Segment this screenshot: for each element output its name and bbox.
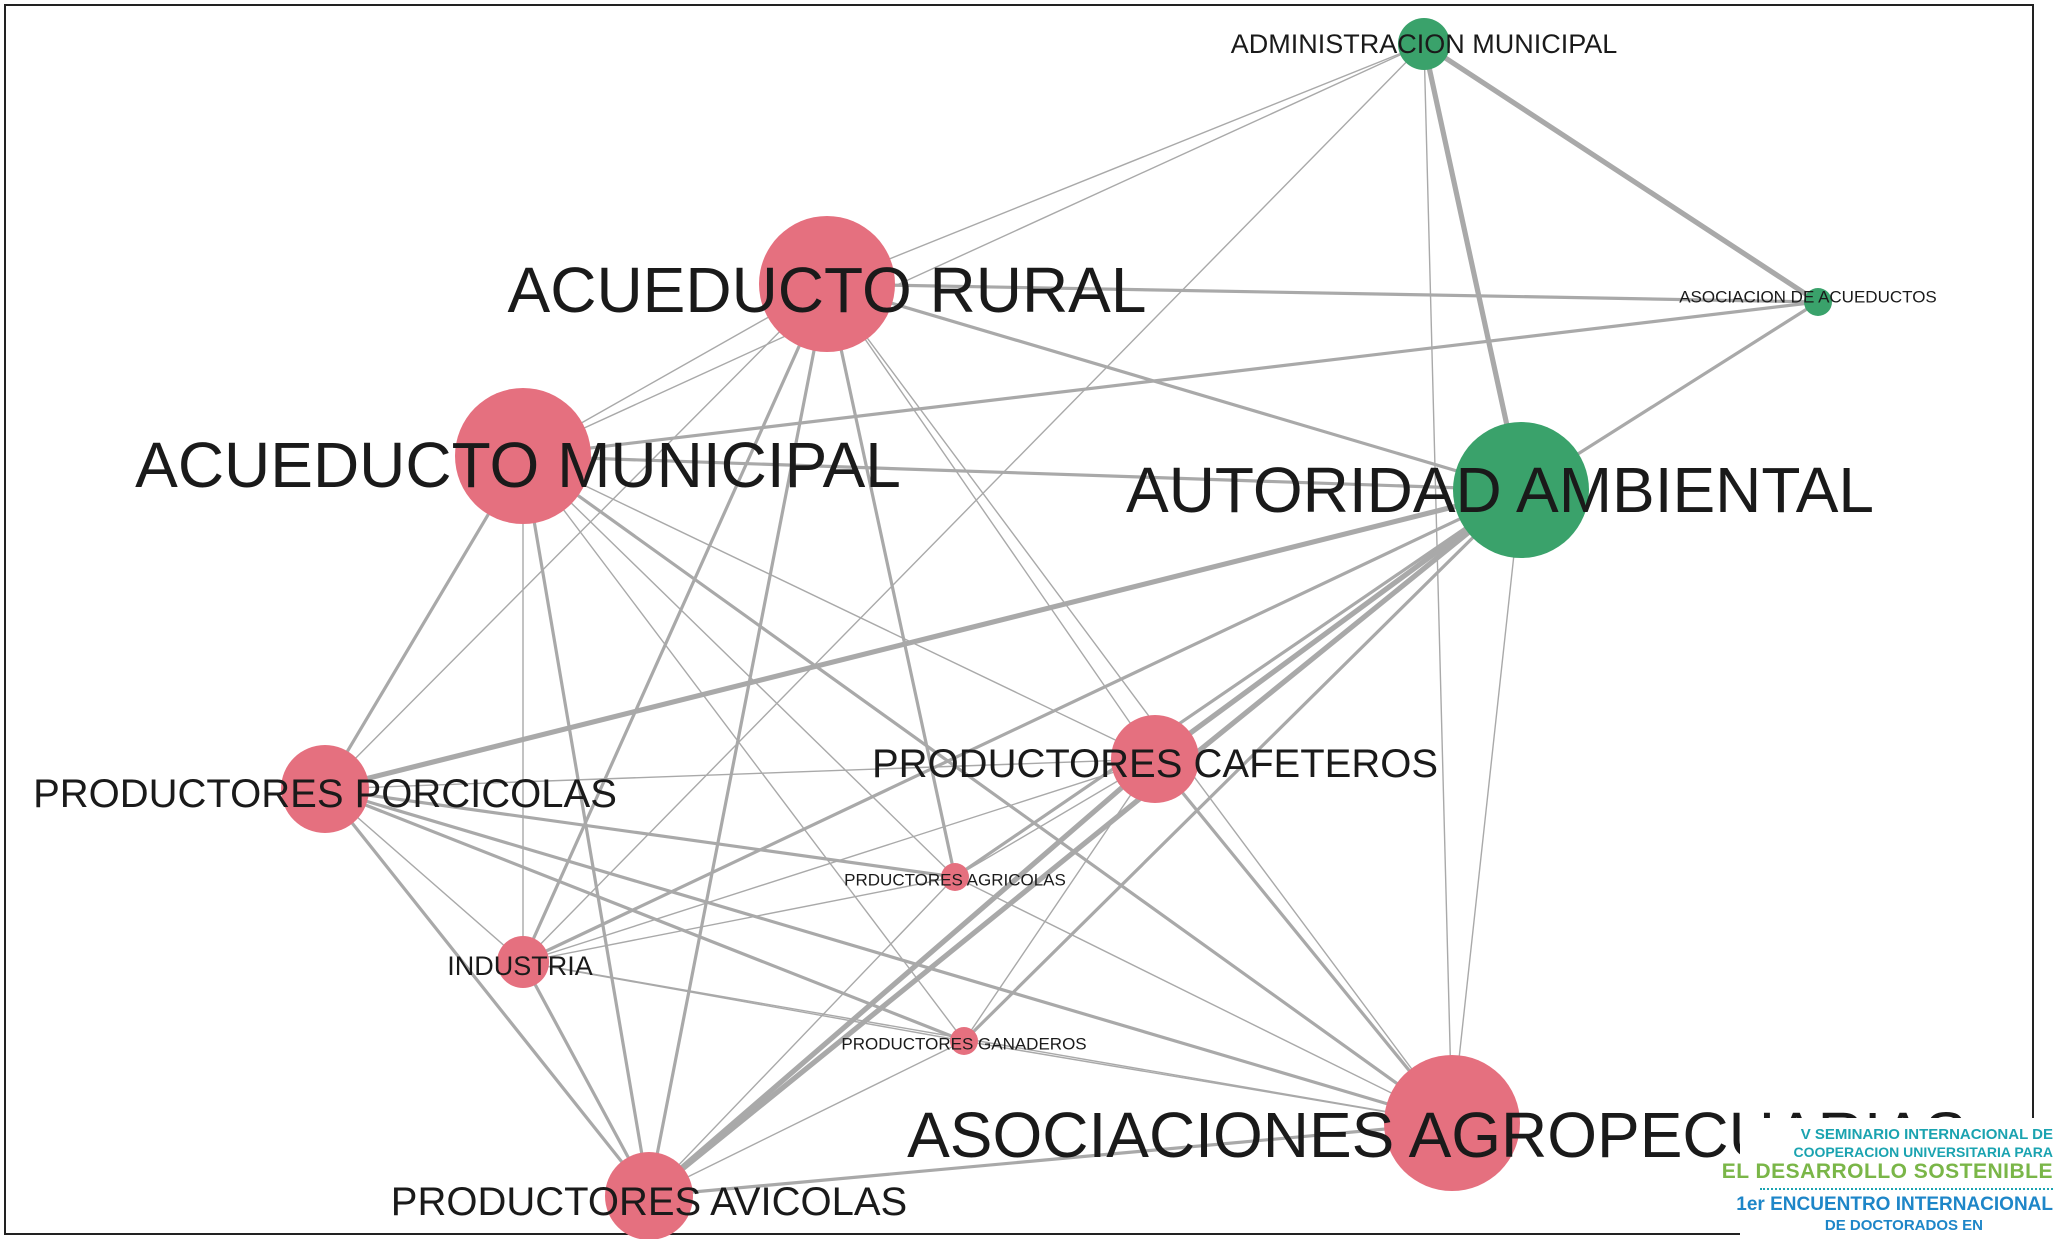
node-admin [1398,18,1450,70]
edge-admin-acued_rural [826,43,1425,285]
node-acued_rural [759,216,895,352]
label-acued_rural: ACUEDUCTO RURAL [508,254,1147,326]
node-agricolas [941,863,969,891]
label-admin: ADMINISTRACION MUNICIPAL [1231,29,1618,59]
logo-line-cooperation: COOPERACION UNIVERSITARIA PARA [1793,1144,2053,1160]
edge-porcicolas-agropec [323,787,1454,1125]
edge-acued_mun-cafeteros [522,455,1156,760]
edge-autoridad-acued_rural [825,282,1523,492]
label-avicolas: PRODUCTORES AVICOLAS [391,1180,907,1224]
edge-ganaderos-agropec [963,1040,1453,1124]
edge-autoridad-acued_mun [521,454,1523,492]
edge-industria-agropec [522,961,1453,1124]
edge-porcicolas-cafeteros [324,758,1156,790]
label-acued_mun: ACUEDUCTO MUNICIPAL [135,429,901,501]
edge-autoridad-avicolas [646,487,1524,1199]
label-agricolas: PRDUCTORES AGRICOLAS [844,871,1066,890]
edge-industria-avicolas [521,960,651,1198]
network-diagram-frame: ADMINISTRACION MUNICIPAL ASOCIACION DE AC… [4,4,2034,1239]
node-industria [497,936,549,988]
edge-autoridad-agricolas [953,488,1523,879]
node-asoc_acued [1804,288,1832,316]
node-agropec [1384,1055,1520,1191]
edge-admin-acued_mun [522,43,1425,457]
label-cafeteros: PRODUCTORES CAFETEROS [872,742,1438,786]
node-avicolas [605,1152,693,1239]
edge-acued_rural-cafeteros [826,283,1156,760]
logo-line-sustainable: EL DESARROLLO SOSTENIBLE [1721,1160,2053,1183]
edge-porcicolas-ganaderos [323,787,966,1043]
labels-layer: ADMINISTRACION MUNICIPAL ASOCIACION DE AC… [33,29,1967,1224]
label-industria: INDUSTRIA [447,951,593,981]
edge-agricolas-industria [522,876,956,963]
edge-agricolas-avicolas [648,876,956,1197]
edge-autoridad-agropec [1451,489,1522,1124]
edge-ganaderos-avicolas [648,1040,965,1197]
edge-autoridad-cafeteros [1152,487,1524,762]
edge-porcicolas-avicolas [323,787,651,1198]
edge-cafeteros-avicolas [646,756,1158,1199]
node-porcicolas [281,745,369,833]
edge-autoridad-industria [521,488,1523,964]
edge-acued_rural-avicolas [647,282,829,1198]
label-asoc_acued: ASOCIACION DE ACUEDUCTOS [1679,288,1937,307]
label-porcicolas: PRODUCTORES PORCICOLAS [33,772,617,816]
edge-agropec-avicolas [647,1121,1454,1198]
edge-cafeteros-agropec [1153,757,1454,1125]
label-ganaderos: PRODUCTORES GANADEROS [841,1035,1086,1054]
edges-layer [322,41,1821,1199]
edge-cafeteros-ganaderos [963,758,1156,1042]
edge-acued_rural-agricolas [825,282,957,879]
edge-admin-agropec [1423,43,1453,1124]
edge-admin-autoridad [1421,41,1524,493]
edge-porcicolas-agricolas [323,787,957,879]
edge-acued_rural-porcicolas [324,283,828,790]
node-ganaderos [950,1027,978,1055]
edge-autoridad-ganaderos [962,488,1523,1043]
logo-line-meeting: 1er ENCUENTRO INTERNACIONAL [1736,1194,2053,1215]
edge-admin-industria [522,43,1425,963]
nodes-layer [281,18,1832,1239]
logo-line-doctorates: DE DOCTORADOS EN [1824,1217,1983,1234]
logo-divider [1760,1188,2053,1190]
network-graph: ADMINISTRACION MUNICIPAL ASOCIACION DE AC… [33,18,1967,1239]
edge-cafeteros-industria [522,758,1156,963]
logo-line-seminar: V SEMINARIO INTERNACIONAL DE [1800,1126,2053,1143]
node-cafeteros [1111,715,1199,803]
edge-acued_rural-agropec [826,283,1453,1124]
node-acued_mun [455,388,591,524]
edge-admin-asoc_acued [1421,41,1821,305]
label-autoridad: AUTORIDAD AMBIENTAL [1126,454,1874,526]
edge-agricolas-agropec [954,876,1453,1124]
edge-asoc_acued-acued_mun [521,300,1820,458]
edge-acued_mun-agricolas [522,455,956,878]
edge-acued_mun-agropec [521,454,1454,1125]
event-logo: V SEMINARIO INTERNACIONAL DE COOPERACION… [1722,1118,2053,1239]
node-autoridad [1453,422,1589,558]
edge-autoridad-porcicolas [322,487,1524,792]
edge-asoc_acued-acued_rural [825,282,1820,304]
edge-acued_rural-industria [521,282,829,964]
